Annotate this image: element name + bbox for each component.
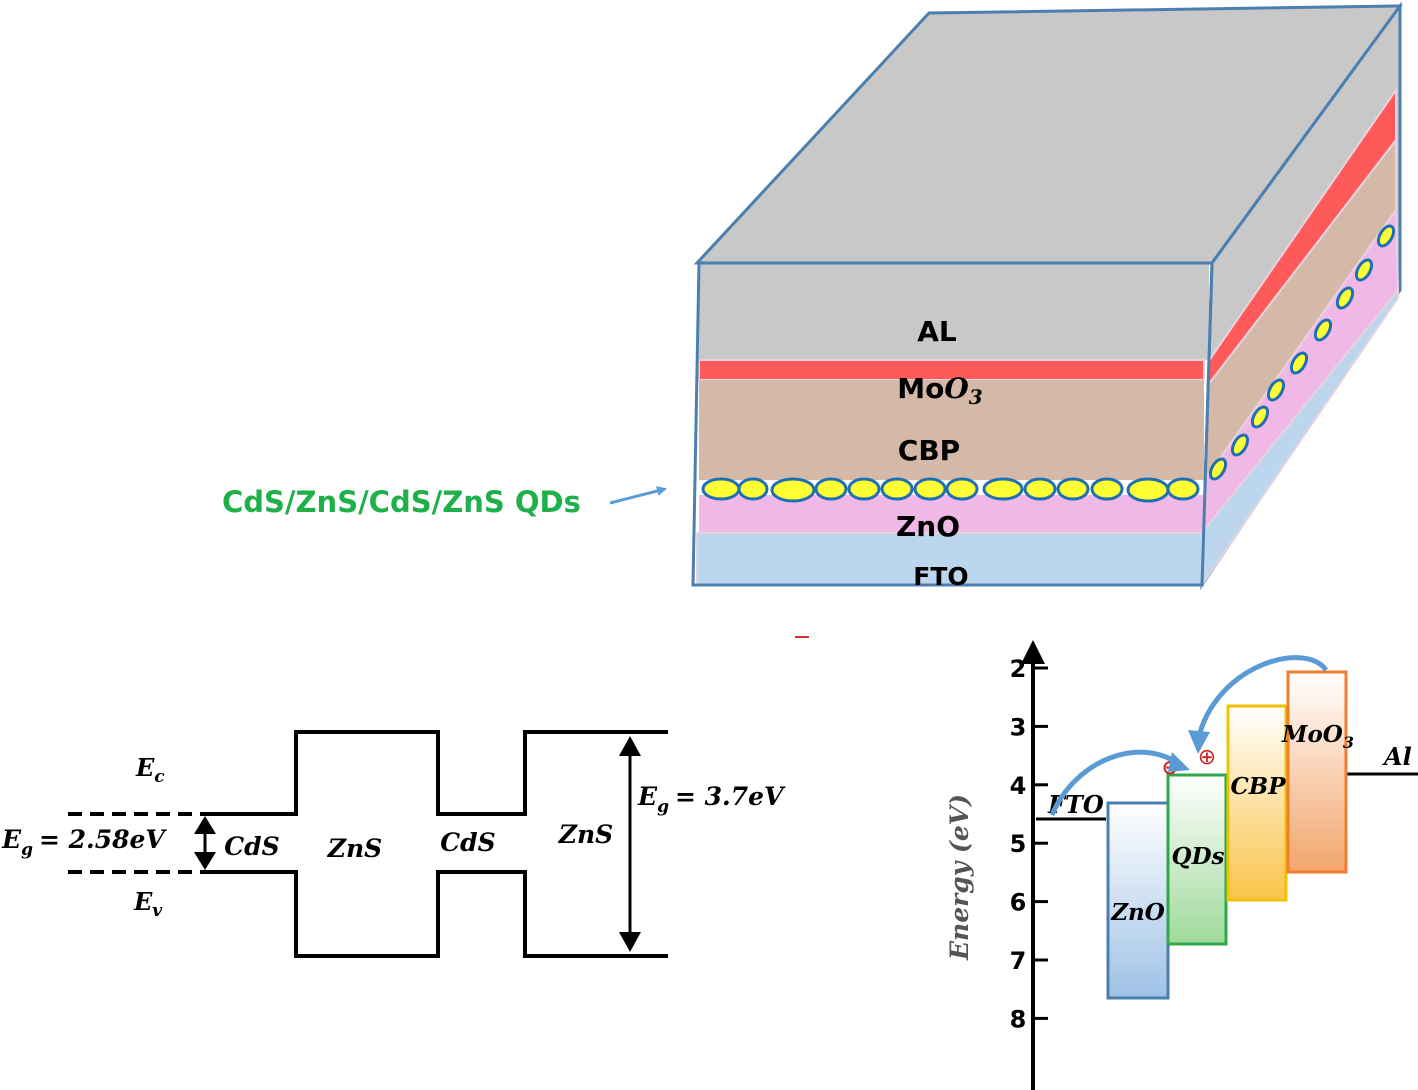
energy-tick-label: 7 xyxy=(1010,947,1027,975)
band-structure: Ec Ev Eg = 2.58eV Eg = 3.7eV CdS ZnS CdS Z… xyxy=(1,730,786,958)
region-label-zns-1: ZnS xyxy=(327,834,382,863)
front-qd-dot xyxy=(880,477,914,501)
front-qd-dot xyxy=(1023,477,1057,501)
moo3-prefix: Mo xyxy=(897,372,944,405)
energy-tick-label: 4 xyxy=(1010,772,1027,800)
region-label-cds-2: CdS xyxy=(440,828,495,857)
hole-transfer-arrowhead xyxy=(1188,730,1210,754)
layer-label-fto: FTO xyxy=(913,562,968,591)
front-al-layer xyxy=(699,263,1209,360)
eg-right-arrowhead-up xyxy=(619,736,641,756)
front-qd-dot xyxy=(1166,477,1200,501)
moo3-sub: 3 xyxy=(969,385,983,409)
energy-axis-arrowhead xyxy=(1021,640,1045,664)
eg-left-sub: g xyxy=(21,840,33,860)
ec-sub: c xyxy=(154,767,165,787)
energy-tick-label: 8 xyxy=(1010,1005,1027,1033)
eg-right-label: Eg = 3.7eV xyxy=(637,782,786,817)
side-qd-dot xyxy=(1354,258,1374,282)
front-qd-dot xyxy=(1126,477,1170,503)
moo3-energy-box xyxy=(1286,670,1348,874)
front-zno-layer xyxy=(699,495,1204,533)
region-label-zns-2: ZnS xyxy=(558,820,613,849)
device-front-outline xyxy=(691,261,1214,587)
side-qd-dot xyxy=(1335,286,1355,310)
side-qd-dots xyxy=(1208,224,1396,481)
front-qd-dot xyxy=(913,477,947,501)
layer-label-moo3: MoO3 xyxy=(897,372,983,409)
front-qd-dot xyxy=(945,477,979,501)
front-qd-dot xyxy=(770,477,816,503)
ev-sub: v xyxy=(152,901,163,921)
front-qd-dot xyxy=(737,477,769,501)
front-cbp-layer xyxy=(699,380,1204,480)
eg-left-value: = 2.58eV xyxy=(39,825,167,854)
ev-label: Ev xyxy=(133,887,163,921)
device-stack: AL MoO3 CBP ZnO FTO xyxy=(691,1,1403,591)
eg-left-label: Eg = 2.58eV xyxy=(1,825,167,860)
hole-symbol: ⊕ xyxy=(1198,745,1216,770)
hole-transfer-arrow xyxy=(1195,655,1329,741)
moo3-energy-label: MoO3 xyxy=(1281,721,1354,752)
front-qd-dot xyxy=(814,477,848,501)
qds-energy-box xyxy=(1166,773,1228,946)
eg-right-value: = 3.7eV xyxy=(675,782,786,811)
side-qd-dot xyxy=(1313,318,1333,342)
eg-left-arrowhead-down xyxy=(194,852,216,870)
front-qd-dot xyxy=(982,477,1024,501)
qd-callout-label: CdS/ZnS/CdS/ZnS QDs xyxy=(222,485,581,519)
layer-label-cbp: CBP xyxy=(898,434,960,467)
electron-transfer-arrowhead xyxy=(1168,752,1190,772)
al-level-label: Al xyxy=(1382,742,1412,771)
front-qd-dot xyxy=(847,477,881,501)
front-qd-dot xyxy=(1056,477,1090,501)
energy-tick-label: 6 xyxy=(1010,889,1027,917)
eg-right-arrowhead-down xyxy=(619,932,641,952)
front-fto-layer xyxy=(696,532,1203,586)
energy-ticks: 2 3 4 5 6 7 8 xyxy=(1010,655,1048,1033)
ev-e: E xyxy=(133,887,153,916)
layer-label-al: AL xyxy=(917,315,957,348)
ec-label: Ec xyxy=(135,753,165,787)
side-qd-dot xyxy=(1266,378,1286,402)
energy-tick-label: 5 xyxy=(1010,830,1027,858)
cbp-energy-box xyxy=(1226,704,1288,902)
energy-tick-label: 3 xyxy=(1010,713,1027,741)
eg-right-e: E xyxy=(637,782,658,811)
layer-label-zno: ZnO xyxy=(896,510,960,543)
energy-axis-label: Energy (eV) xyxy=(945,794,974,961)
electron-transfer-arrow xyxy=(1049,749,1182,816)
front-qd-row xyxy=(701,477,1200,503)
ec-e: E xyxy=(135,753,155,782)
eg-left-arrowhead-up xyxy=(194,816,216,834)
eg-right-sub: g xyxy=(657,797,669,817)
moo3-energy-prefix: MoO xyxy=(1281,721,1343,748)
cbp-energy-label: CBP xyxy=(1230,773,1286,800)
zno-energy-box xyxy=(1106,801,1170,1000)
front-qd-dot xyxy=(1090,477,1124,501)
moo3-energy-sub: 3 xyxy=(1343,733,1354,752)
conduction-band-profile xyxy=(210,730,668,816)
qd-callout-arrow xyxy=(609,486,667,505)
zno-energy-label: ZnO xyxy=(1110,899,1165,926)
side-qd-dot xyxy=(1289,351,1309,375)
side-qd-dot xyxy=(1230,433,1250,457)
eg-left-e: E xyxy=(1,825,22,854)
moo3-o: O xyxy=(944,372,969,405)
valence-band-profile xyxy=(210,870,668,958)
side-qd-dot xyxy=(1250,405,1270,429)
region-label-cds-1: CdS xyxy=(224,832,279,861)
qds-energy-label: QDs xyxy=(1172,843,1225,870)
side-qd-dot xyxy=(1208,457,1228,481)
side-qd-dot xyxy=(1376,224,1396,248)
energy-tick-label: 2 xyxy=(1010,655,1027,683)
front-qd-dot xyxy=(701,477,741,501)
